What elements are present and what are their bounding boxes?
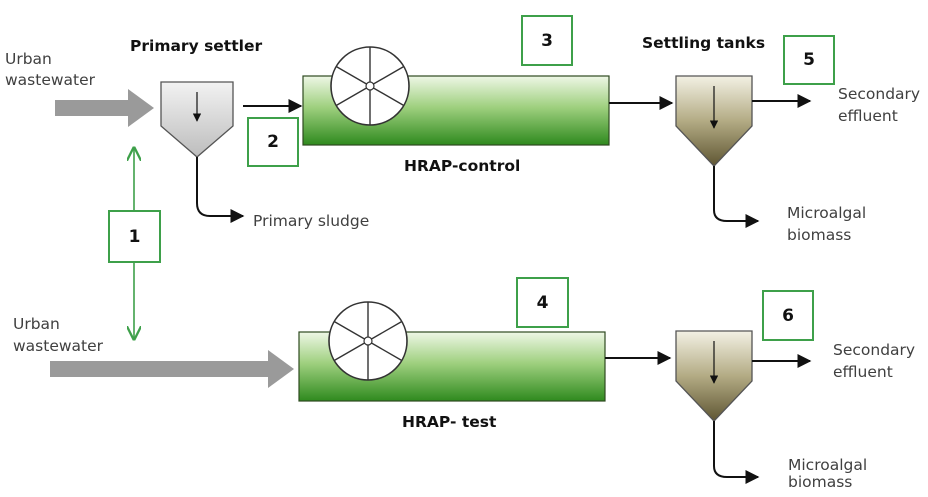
secondary-effluent-top-line1: Secondary xyxy=(838,85,921,103)
secondary-effluent-bottom-line2: effluent xyxy=(833,363,893,381)
paddlewheel-icon xyxy=(330,46,410,126)
microalgal-biomass-bottom-line1: Microalgal xyxy=(788,456,868,474)
sampling-point-5: 5 xyxy=(783,35,835,85)
input-label-bottom-line1: Urban xyxy=(13,315,60,333)
urban-wastewater-input-arrow-top xyxy=(55,89,154,127)
input-label-top-line2: wastewater xyxy=(5,71,96,89)
sampling-point-4: 4 xyxy=(516,277,569,328)
paddlewheel-icon xyxy=(328,301,408,381)
microalgal-biomass-top-line1: Microalgal xyxy=(787,204,867,222)
microalgal-biomass-arrow-top xyxy=(713,166,760,228)
primary-sludge-label: Primary sludge xyxy=(253,212,370,230)
microalgal-biomass-arrow-bottom xyxy=(713,421,760,484)
primary-settler xyxy=(160,81,234,158)
primary-sludge-outlet-arrow xyxy=(196,157,245,223)
sampling-point-6: 6 xyxy=(762,290,814,341)
sampling-point-3: 3 xyxy=(521,15,573,66)
hrap-control-label: HRAP-control xyxy=(404,157,521,175)
hrap-test-label: HRAP- test xyxy=(402,413,497,431)
microalgal-biomass-top-line2: biomass xyxy=(787,226,852,244)
settling-tanks-label: Settling tanks xyxy=(642,34,766,52)
input-label-bottom-line2: wastewater xyxy=(13,337,104,355)
sampling-point-2: 2 xyxy=(247,117,299,167)
microalgal-biomass-bottom-line2: biomass xyxy=(788,473,853,491)
settling-tank-top xyxy=(675,75,753,167)
urban-wastewater-input-arrow-bottom xyxy=(50,350,294,388)
secondary-effluent-top-line2: effluent xyxy=(838,107,898,125)
secondary-effluent-bottom-line1: Secondary xyxy=(833,341,916,359)
primary-settler-label: Primary settler xyxy=(130,37,263,55)
settling-tank-bottom xyxy=(675,330,753,422)
sampling-point-1: 1 xyxy=(108,210,161,263)
input-label-top-line1: Urban xyxy=(5,50,52,68)
